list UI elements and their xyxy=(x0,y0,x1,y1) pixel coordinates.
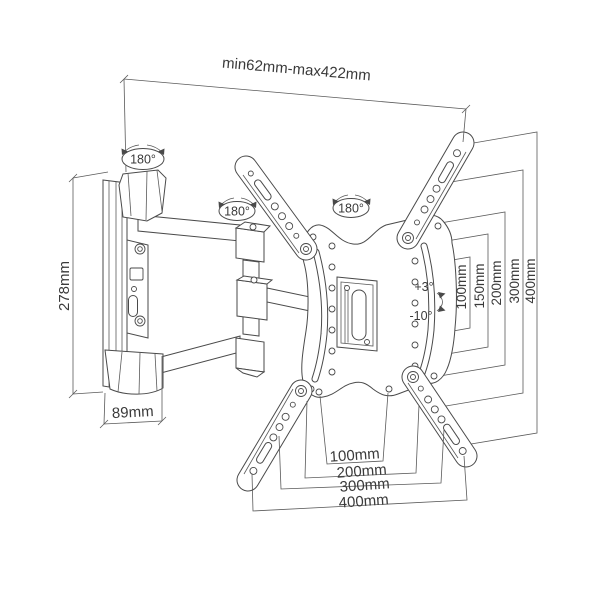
vesa-height-label-400: 400mm xyxy=(523,258,538,303)
vesa-width-label-200: 200mm xyxy=(336,461,387,481)
tilt-annotation: +3° -10° xyxy=(409,280,446,323)
swivel-badge-arm-label: 180° xyxy=(224,205,250,219)
face-plate-slot xyxy=(129,267,144,281)
vesa-rect-300 xyxy=(433,169,524,409)
swivel-badge-arm: 180° xyxy=(218,197,257,221)
height-dimension-label: 278mm xyxy=(56,261,73,311)
vesa-width-label-300: 300mm xyxy=(339,475,390,495)
extension-arm-top-right xyxy=(396,131,475,250)
pivot-bottom-cap xyxy=(235,367,266,378)
vesa-height-label-300: 300mm xyxy=(507,258,522,303)
pivot-middle-bolt xyxy=(250,276,258,284)
extension-arm-top-left xyxy=(234,155,318,261)
face-plate-hole xyxy=(131,286,137,292)
swivel-badge-plate: 180° xyxy=(332,194,371,218)
dimension-depth: 89mm xyxy=(99,356,167,429)
vesa-width-label-400: 400mm xyxy=(338,491,389,511)
wall-plate-top-cap xyxy=(118,169,167,222)
vesa-rect-400 xyxy=(458,131,538,447)
vesa-plate xyxy=(301,214,457,398)
extension-arm-bottom-right xyxy=(401,365,478,468)
pivot-top-bolt xyxy=(249,223,257,231)
swivel-badge-wall-label: 180° xyxy=(130,153,156,167)
vesa-rect-200 xyxy=(413,211,506,381)
vesa-height-label-200: 200mm xyxy=(489,260,504,305)
wall-plate-bottom-cap xyxy=(104,349,164,395)
wall-plate-assembly xyxy=(102,169,311,395)
pivot-middle-block xyxy=(236,279,268,321)
vesa-height-label-100: 100mm xyxy=(454,264,469,309)
dimension-vesa-widths: 100mm 200mm 300mm 400mm xyxy=(251,392,468,512)
second-arm-segment xyxy=(266,287,311,312)
vesa-height-labels: 100mm 150mm 200mm 300mm 400mm xyxy=(454,258,538,309)
pivot-top-block xyxy=(235,227,265,263)
pivot-bottom-block xyxy=(235,337,265,373)
swivel-badge-plate-label: 180° xyxy=(338,202,364,216)
tilt-down-label: -10° xyxy=(409,309,432,323)
top-dimension-label: min62mm-max422mm xyxy=(221,55,371,85)
dimension-top-width: min62mm-max422mm xyxy=(119,55,471,173)
upper-arm-bar xyxy=(137,214,241,242)
vesa-pattern-rectangles xyxy=(413,131,538,447)
vesa-height-label-150: 150mm xyxy=(472,263,487,308)
depth-dimension-label: 89mm xyxy=(112,403,155,422)
tilt-up-label: +3° xyxy=(414,280,433,294)
central-bracket xyxy=(336,276,378,352)
vesa-rect-150 xyxy=(429,233,489,358)
extension-arm-bottom-left xyxy=(236,379,313,492)
vesa-width-label-100: 100mm xyxy=(329,445,380,465)
swivel-badge-wall: 180° xyxy=(121,144,165,170)
dimension-height: 278mm xyxy=(56,171,109,399)
